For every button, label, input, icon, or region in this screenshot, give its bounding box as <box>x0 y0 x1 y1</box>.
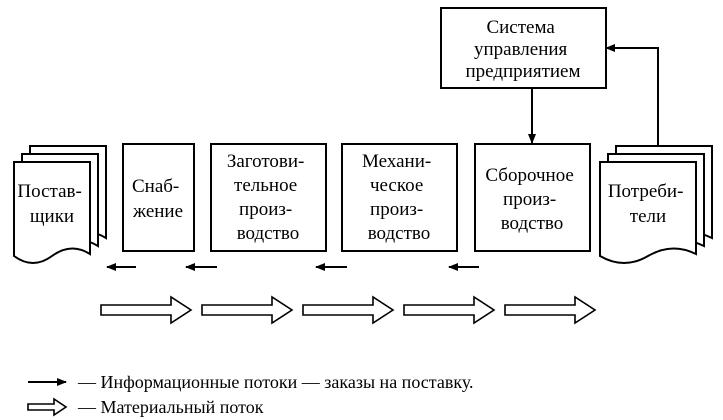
assembly-production-label: Сборочное произ- водство <box>485 165 578 234</box>
legend: — Информационные потоки — заказы на пост… <box>27 372 474 417</box>
legend-info-flow-text: — Информационные потоки — заказы на пост… <box>77 372 474 392</box>
consumers-to-management-arrow <box>605 44 659 146</box>
blank-production-label: Заготови- тельное произ- водство <box>227 151 309 244</box>
material-arrow-3 <box>302 295 395 325</box>
material-arrow-1 <box>100 295 193 325</box>
mechanical-production-box: Механи- ческое произ- водство <box>341 143 458 252</box>
suppliers-document-stack: Постав- щики <box>13 145 107 264</box>
assembly-production-box: Сборочное произ- водство <box>474 143 591 252</box>
material-arrow-2 <box>201 295 294 325</box>
legend-material-flow-text: — Материальный поток <box>77 397 264 417</box>
material-arrow-5 <box>504 295 597 325</box>
management-system-label: Система управления предприятием <box>465 17 580 82</box>
management-system-box: Система управления предприятием <box>440 7 607 89</box>
legend-material-arrow-icon <box>27 397 68 417</box>
mechanical-production-label: Механи- ческое произ- водство <box>362 151 436 244</box>
consumers-document-stack: Потреби- тели <box>599 145 713 264</box>
suppliers-label: Постав- щики <box>17 181 86 227</box>
consumers-label: Потреби- тели <box>608 181 688 227</box>
supply-box: Снаб- жение <box>122 143 195 252</box>
material-arrow-4 <box>403 295 496 325</box>
supply-label: Снаб- жение <box>132 176 184 222</box>
blank-production-box: Заготови- тельное произ- водство <box>210 143 327 252</box>
